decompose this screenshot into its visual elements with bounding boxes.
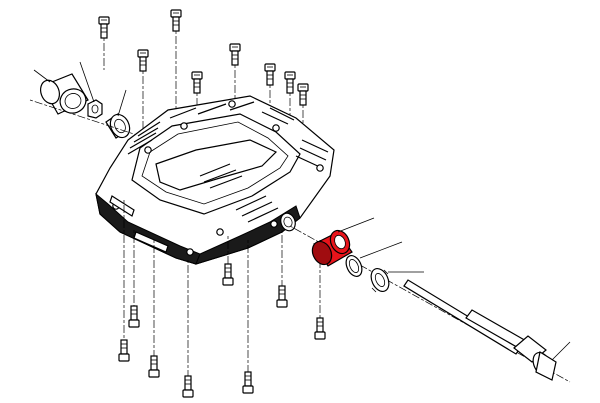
- pin-screw: [137, 49, 149, 72]
- pin-screw: [128, 305, 140, 328]
- top-pin-screws: [98, 9, 309, 106]
- bushing-leader: [337, 217, 375, 233]
- pin-screw: [182, 375, 194, 398]
- pin-screw: [191, 71, 203, 94]
- highlighted-bushing: [311, 229, 353, 267]
- pin-screw: [276, 285, 288, 308]
- pin-holes: [112, 100, 324, 256]
- spindle-leader: [551, 341, 571, 361]
- left-leader-lines: [29, 61, 141, 137]
- pin-screw: [222, 263, 234, 286]
- pin-screw: [118, 339, 130, 362]
- lock-nut: [87, 99, 103, 119]
- spindle: [403, 279, 557, 381]
- outer-bearing: [105, 113, 131, 139]
- seal-leader: [359, 241, 403, 259]
- pin-screw: [148, 355, 160, 378]
- seal-ring: [345, 255, 363, 277]
- pin-screw: [297, 83, 309, 106]
- inner-bearing: [370, 268, 390, 293]
- pin-screw: [98, 16, 110, 39]
- pin-screw: [242, 371, 254, 394]
- bottom-pin-screws: [118, 263, 326, 398]
- pin-screw: [314, 317, 326, 340]
- pin-screw: [170, 9, 182, 32]
- pin-screw: [229, 43, 241, 66]
- end-sleeve: [39, 73, 89, 115]
- pin-screw: [264, 63, 276, 86]
- pedal-body: [95, 95, 335, 265]
- pin-screw: [284, 71, 296, 94]
